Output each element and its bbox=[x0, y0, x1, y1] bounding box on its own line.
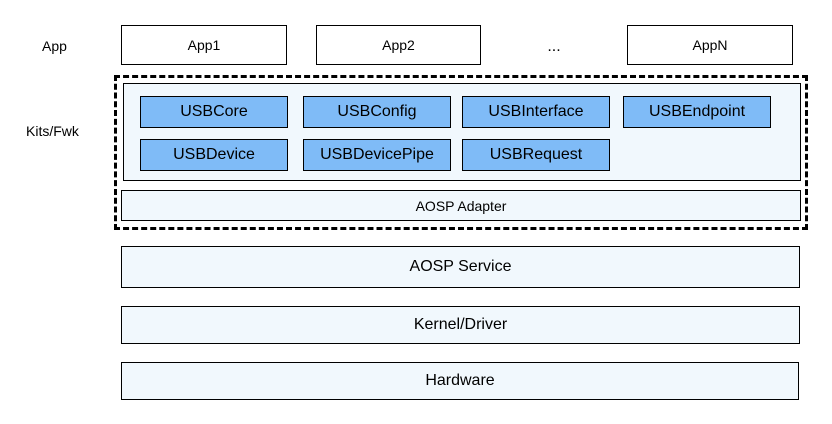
kernel-driver-layer: Kernel/Driver bbox=[121, 306, 800, 344]
kit-usbrequest: USBRequest bbox=[462, 139, 610, 171]
app2-box: App2 bbox=[316, 25, 481, 65]
hardware-layer: Hardware bbox=[121, 362, 799, 400]
aosp-adapter-layer: AOSP Adapter bbox=[121, 190, 801, 221]
app-row-label: App bbox=[42, 38, 67, 54]
kit-usbinterface: USBInterface bbox=[462, 96, 610, 128]
kits-row-label: Kits/Fwk bbox=[26, 123, 79, 139]
kit-usbcore: USBCore bbox=[140, 96, 288, 128]
kits-framework-frame bbox=[114, 75, 808, 230]
app1-box: App1 bbox=[121, 25, 287, 65]
aosp-service-layer: AOSP Service bbox=[121, 246, 800, 288]
kit-usbendpoint: USBEndpoint bbox=[623, 96, 771, 128]
kit-usbdevicepipe: USBDevicePipe bbox=[303, 139, 451, 171]
apps-ellipsis: ... bbox=[547, 38, 561, 55]
kit-usbdevice: USBDevice bbox=[140, 139, 288, 171]
kit-usbconfig: USBConfig bbox=[303, 96, 451, 128]
appn-box: AppN bbox=[627, 25, 793, 65]
